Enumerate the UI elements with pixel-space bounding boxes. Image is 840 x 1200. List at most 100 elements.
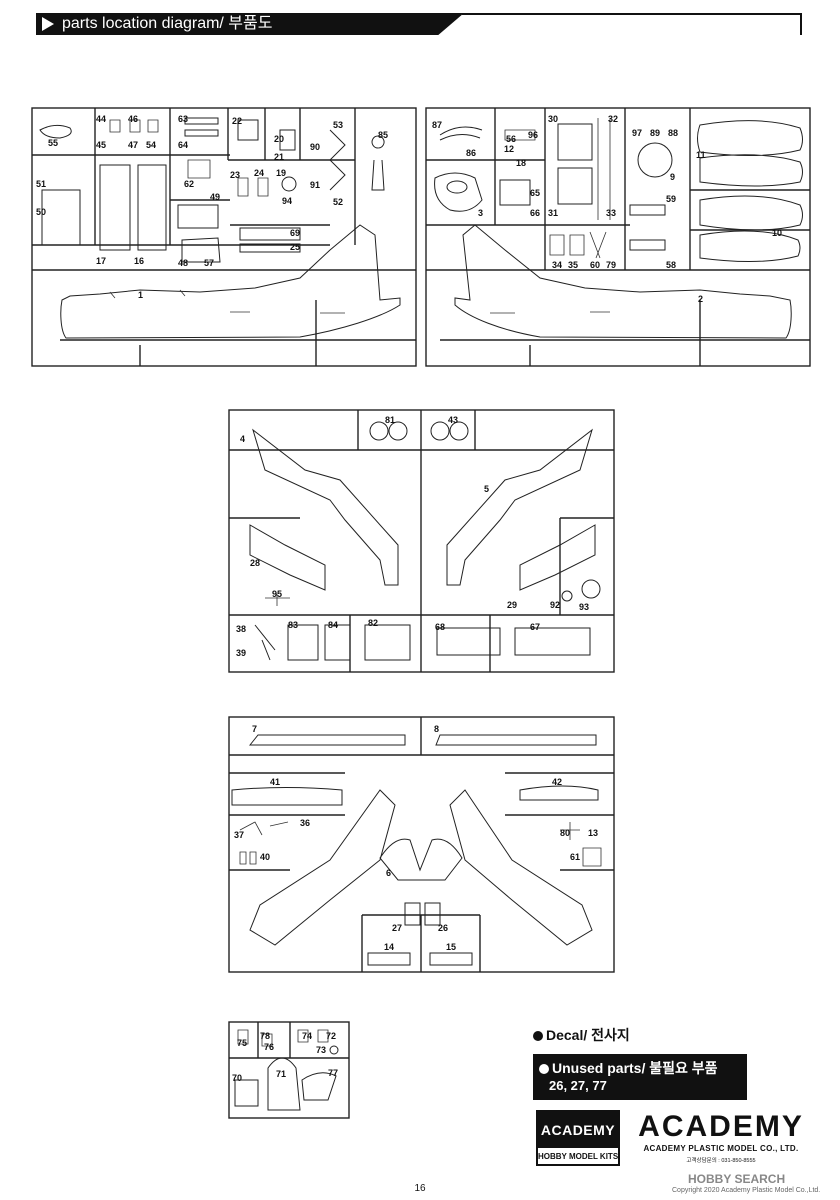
part-label: 93 [579, 602, 589, 612]
unused-parts-title: Unused parts/ 불필요 부품 [539, 1058, 718, 1078]
part-label: 23 [230, 170, 240, 180]
academy-hobby-logo: ACADEMY HOBBY MODEL KITS [536, 1110, 620, 1166]
part-label: 41 [270, 777, 280, 787]
part-label: 69 [290, 228, 300, 238]
part-label: 15 [446, 942, 456, 952]
page-number: 16 [414, 1183, 426, 1194]
decal-row: Decal/ 전사지 [533, 1025, 748, 1045]
sprue-c: 81 43 4 5 28 95 29 92 93 38 39 83 84 82 … [228, 409, 615, 673]
part-label: 83 [288, 620, 298, 630]
header-rule-end [800, 13, 802, 35]
part-label: 46 [128, 114, 138, 124]
part-label: 28 [250, 558, 260, 568]
part-label: 42 [552, 777, 562, 787]
part-label: 97 [632, 128, 642, 138]
decal-legend: Decal/ 전사지 [533, 1025, 748, 1045]
part-label: 60 [590, 260, 600, 270]
brand-block: ACADEMY ACADEMY PLASTIC MODEL CO., LTD. … [632, 1110, 810, 1165]
part-label: 56 [506, 134, 516, 144]
part-label: 25 [290, 242, 300, 252]
part-label: 47 [128, 140, 138, 150]
part-label: 18 [516, 158, 526, 168]
part-label: 61 [570, 852, 580, 862]
part-label: 11 [696, 150, 706, 160]
part-label: 26 [438, 923, 448, 933]
part-label: 52 [333, 197, 343, 207]
sprue-a: 55 44 45 46 47 54 63 64 22 20 21 53 90 8… [31, 107, 417, 367]
part-label: 2 [698, 294, 703, 304]
part-label: 12 [504, 144, 514, 154]
part-label: 5 [484, 484, 489, 494]
part-label: 20 [274, 134, 284, 144]
bullet-icon [533, 1031, 543, 1041]
part-label: 10 [772, 228, 782, 238]
part-label: 88 [668, 128, 678, 138]
part-label: 1 [138, 290, 143, 300]
page-title: parts location diagram/ 부품도 [62, 15, 273, 32]
copyright-text: Copyright 2020 Academy Plastic Model Co.… [672, 1187, 821, 1194]
part-label: 40 [260, 852, 270, 862]
brand-wordmark: ACADEMY [638, 1110, 804, 1143]
brand-company-name: ACADEMY PLASTIC MODEL CO., LTD. [643, 1144, 799, 1153]
part-label: 27 [392, 923, 402, 933]
part-label: 76 [264, 1042, 274, 1052]
part-label: 44 [96, 114, 106, 124]
part-label: 43 [448, 415, 458, 425]
part-label: 89 [650, 128, 660, 138]
part-label: 94 [282, 196, 292, 206]
part-label: 66 [530, 208, 540, 218]
part-label: 65 [530, 188, 540, 198]
header-arrow-icon [42, 17, 54, 31]
part-label: 34 [552, 260, 562, 270]
part-label: 50 [36, 207, 46, 217]
part-label: 86 [466, 148, 476, 158]
part-label: 35 [568, 260, 578, 270]
part-label: 32 [608, 114, 618, 124]
part-label: 33 [606, 208, 616, 218]
part-label: 54 [146, 140, 156, 150]
part-label: 8 [434, 724, 439, 734]
unused-parts-list: 26, 27, 77 [549, 1078, 607, 1093]
part-label: 7 [252, 724, 257, 734]
part-label: 73 [316, 1045, 326, 1055]
part-label: 4 [240, 434, 245, 444]
part-label: 45 [96, 140, 106, 150]
part-label: 24 [254, 168, 264, 178]
part-label: 30 [548, 114, 558, 124]
page-header: parts location diagram/ 부품도 [0, 0, 840, 40]
part-label: 85 [378, 130, 388, 140]
part-label: 22 [232, 116, 242, 126]
part-label: 57 [204, 258, 214, 268]
part-label: 38 [236, 624, 246, 634]
unused-parts-box: Unused parts/ 불필요 부품 26, 27, 77 [533, 1054, 747, 1100]
part-label: 51 [36, 179, 46, 189]
part-label: 19 [276, 168, 286, 178]
part-label: 90 [310, 142, 320, 152]
part-label: 39 [236, 648, 246, 658]
part-label: 96 [528, 130, 538, 140]
part-label: 49 [210, 192, 220, 202]
part-label: 53 [333, 120, 343, 130]
part-label: 91 [310, 180, 320, 190]
part-label: 75 [237, 1038, 247, 1048]
part-label: 21 [274, 152, 284, 162]
part-label: 14 [384, 942, 394, 952]
part-label: 82 [368, 618, 378, 628]
sprue-e: 75 78 76 74 72 73 70 71 77 [228, 1021, 350, 1119]
part-label: 59 [666, 194, 676, 204]
part-label: 68 [435, 622, 445, 632]
part-label: 77 [328, 1068, 338, 1078]
bullet-icon [539, 1064, 549, 1074]
part-label: 13 [588, 828, 598, 838]
sprue-b: 87 86 56 96 12 18 30 32 97 89 88 11 65 9… [425, 107, 811, 367]
part-label: 36 [300, 818, 310, 828]
part-label: 80 [560, 828, 570, 838]
decal-label: Decal/ 전사지 [546, 1027, 630, 1043]
header-bar [36, 13, 464, 35]
logo-box-subtitle: HOBBY MODEL KITS [538, 1152, 619, 1161]
part-label: 84 [328, 620, 338, 630]
part-label: 67 [530, 622, 540, 632]
part-label: 31 [548, 208, 558, 218]
part-label: 48 [178, 258, 188, 268]
